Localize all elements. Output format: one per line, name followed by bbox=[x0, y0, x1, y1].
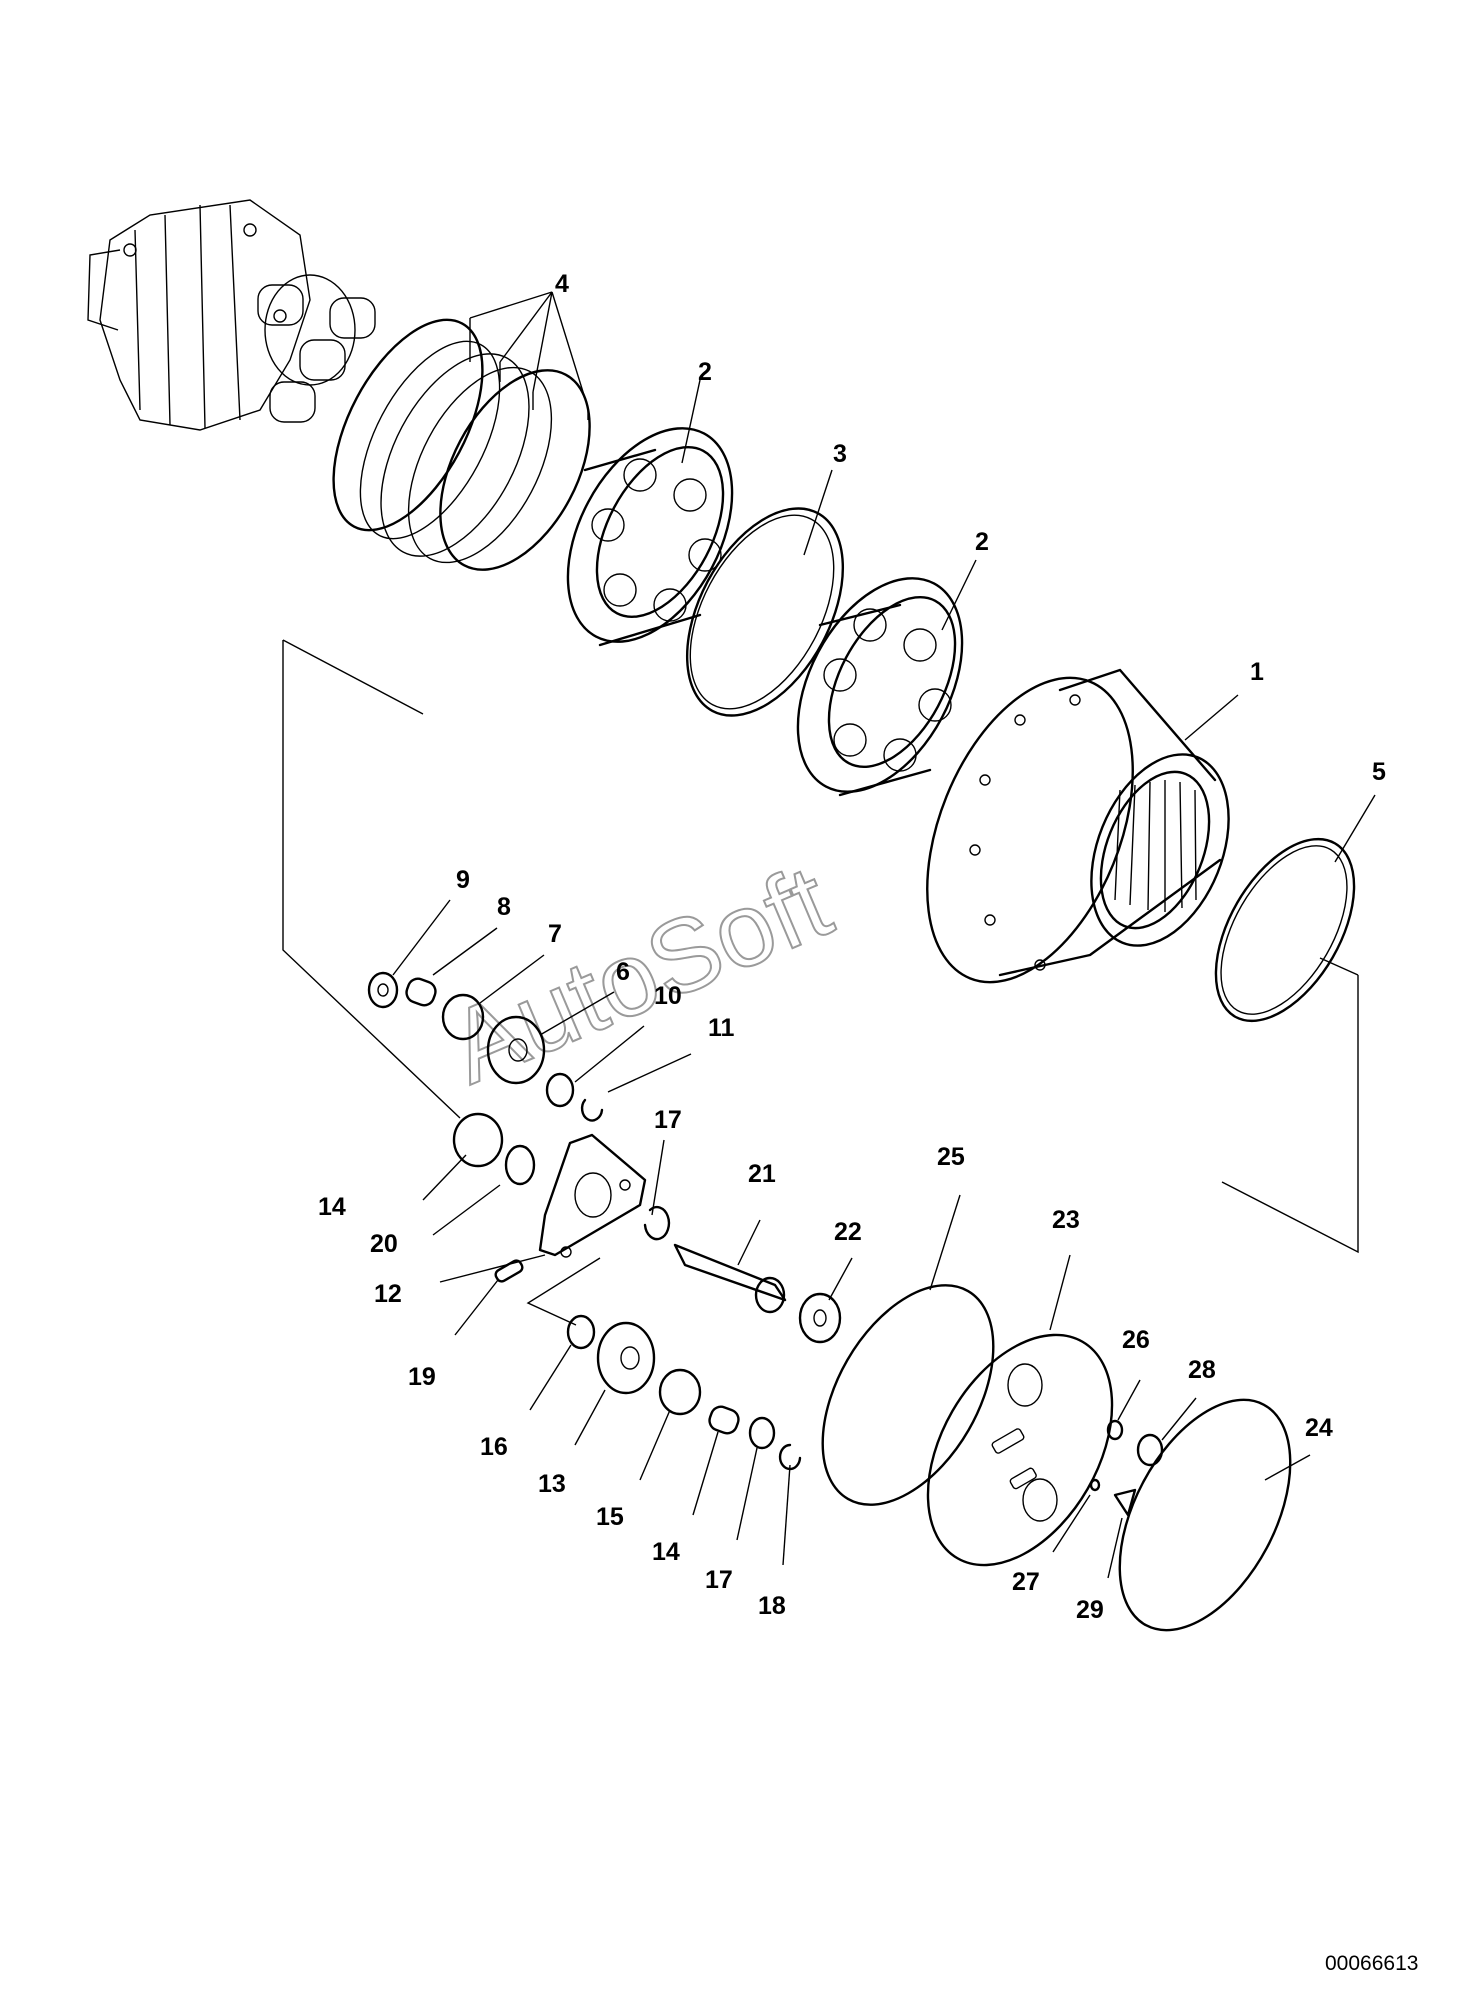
part-15-shaft bbox=[708, 1405, 740, 1435]
part-17-washer-a bbox=[566, 1314, 596, 1350]
part-7-needle-bearing bbox=[441, 993, 485, 1041]
callout-23: 22 bbox=[834, 1218, 862, 1246]
callout-11: 11 bbox=[708, 1014, 735, 1042]
part-8-shaft bbox=[405, 977, 437, 1007]
part-16-needle-bearing bbox=[658, 1368, 702, 1416]
callout-14: 14 bbox=[318, 1193, 346, 1221]
motor-assembly bbox=[87, 199, 376, 431]
callout-3: 3 bbox=[833, 440, 847, 468]
callout-7: 7 bbox=[548, 920, 562, 948]
watermark: AutoSoft bbox=[434, 843, 847, 1106]
callout-4: 4 bbox=[555, 270, 569, 298]
callout-19: 18 bbox=[758, 1592, 786, 1620]
planet-parts-upper bbox=[367, 971, 604, 1122]
part-22-shaft bbox=[673, 1243, 787, 1302]
callout-10: 10 bbox=[654, 982, 682, 1010]
callout-17a: 16 bbox=[480, 1433, 508, 1461]
part-9-washer bbox=[367, 971, 399, 1009]
callout-8: 8 bbox=[497, 893, 511, 921]
part-11-snap-ring bbox=[580, 1098, 604, 1122]
part-14-needle-bearing bbox=[452, 1112, 504, 1168]
part-13-planet-gear bbox=[596, 1321, 656, 1395]
callout-30: 29 bbox=[1076, 1596, 1104, 1624]
callout-29: 28 bbox=[1188, 1356, 1216, 1384]
callout-1: 1 bbox=[1250, 658, 1264, 686]
callout-2a: 2 bbox=[698, 358, 712, 386]
callout-9: 9 bbox=[456, 866, 470, 894]
part-3-snap-ring bbox=[685, 507, 845, 717]
part-21-washer bbox=[504, 1144, 536, 1186]
leader-lines bbox=[392, 291, 1376, 1579]
callout-27: 26 bbox=[1122, 1326, 1150, 1354]
part-19-snap-ring bbox=[778, 1443, 802, 1471]
part-26-o-ring bbox=[821, 1284, 995, 1506]
callout-12: 12 bbox=[374, 1280, 402, 1308]
callout-15: 14 bbox=[652, 1538, 680, 1566]
callout-6: 6 bbox=[616, 958, 630, 986]
callout-5: 5 bbox=[1372, 758, 1386, 786]
callout-21: 20 bbox=[370, 1230, 398, 1258]
part-6-planet-gear bbox=[486, 1015, 546, 1085]
part-1-hub bbox=[926, 668, 1230, 984]
callout-28: 27 bbox=[1012, 1568, 1040, 1596]
planet-parts-lower bbox=[452, 1112, 842, 1471]
callout-2b: 2 bbox=[975, 528, 989, 556]
part-29-plug bbox=[1136, 1433, 1164, 1467]
callout-25: 24 bbox=[1305, 1414, 1333, 1442]
callout-13: 13 bbox=[538, 1470, 566, 1498]
part-4-floating-seal-set bbox=[332, 318, 591, 571]
part-23-thrust-collar bbox=[798, 1292, 842, 1344]
part-12-carrier bbox=[538, 1133, 647, 1257]
document-id: 00066613 bbox=[1325, 1952, 1418, 1975]
part-20-pin bbox=[494, 1259, 524, 1283]
part-10-washer bbox=[545, 1072, 575, 1108]
callout-20: 19 bbox=[408, 1363, 436, 1391]
part-17-washer-b bbox=[748, 1416, 776, 1450]
part-25-ring bbox=[1118, 1398, 1292, 1632]
callout-18: 17 bbox=[654, 1106, 682, 1134]
part-2-bearing-b bbox=[796, 577, 964, 797]
part-30-plug bbox=[1113, 1488, 1137, 1517]
part-5-snap-ring bbox=[1214, 837, 1356, 1023]
part-24-cover bbox=[926, 1333, 1114, 1567]
callout-17b: 17 bbox=[705, 1566, 733, 1594]
callout-16: 15 bbox=[596, 1503, 624, 1531]
part-18-snap-ring bbox=[643, 1205, 671, 1241]
callout-labels: 4 2 3 2 1 5 9 8 7 6 10 11 17 21 25 23 22… bbox=[318, 270, 1386, 1624]
part-28-o-ring bbox=[1089, 1478, 1101, 1492]
part-27-o-ring bbox=[1106, 1419, 1124, 1441]
part-2-bearing-a bbox=[566, 427, 734, 647]
group-bracket-lines bbox=[282, 639, 1359, 1326]
callout-22: 21 bbox=[748, 1160, 776, 1188]
callout-24: 23 bbox=[1052, 1206, 1080, 1234]
callout-26: 25 bbox=[937, 1143, 965, 1171]
